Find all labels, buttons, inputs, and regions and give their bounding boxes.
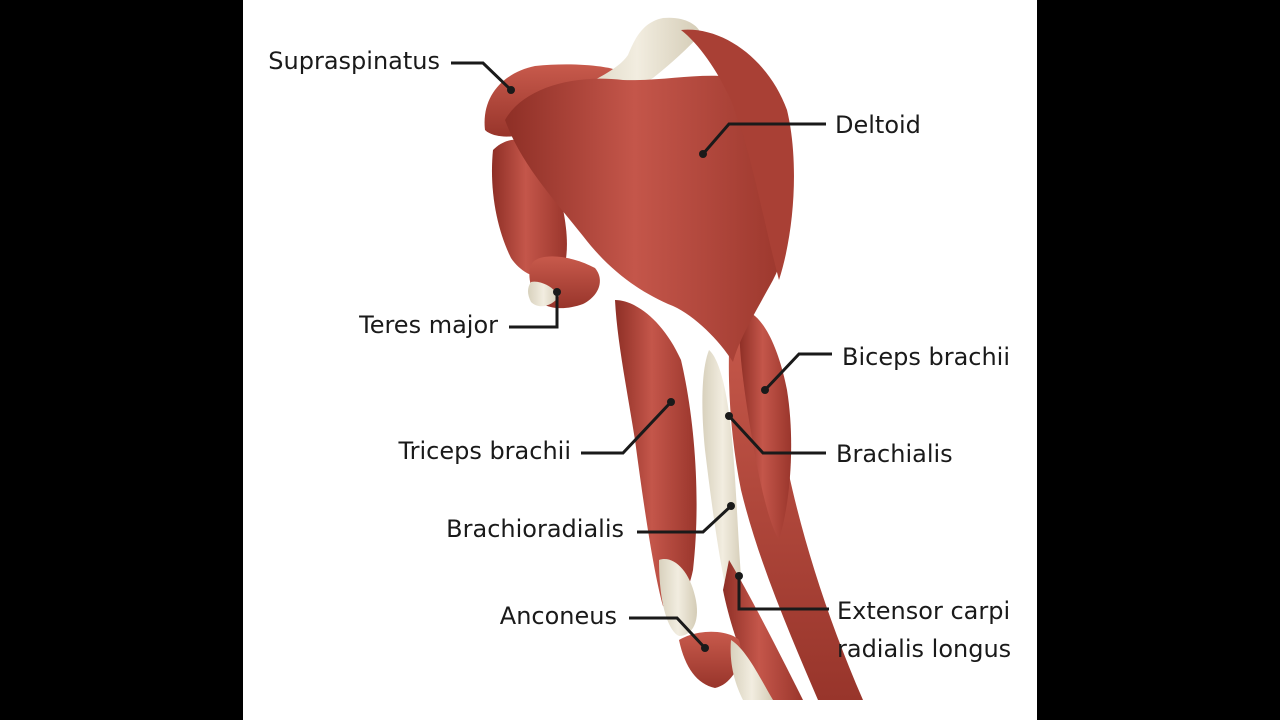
deltoid-shape [505, 75, 793, 362]
label-deltoid: Deltoid [835, 111, 921, 139]
dot-biceps-brachii [761, 386, 769, 394]
deltoid-rear-shape [681, 29, 794, 281]
label-supraspinatus: Supraspinatus [268, 47, 440, 75]
dot-brachialis [725, 412, 733, 420]
diagram-panel: Supraspinatus Teres major Triceps brachi… [243, 0, 1037, 720]
dot-triceps-brachii [667, 398, 675, 406]
label-extensor-carpi-line1: Extensor carpi [837, 597, 1011, 625]
dot-extensor-carpi [735, 572, 743, 580]
leader-biceps-brachii [763, 352, 832, 392]
extensor-carpi-shape [723, 560, 803, 700]
leader-brachioradialis [637, 504, 733, 534]
dot-supraspinatus [507, 86, 515, 94]
dot-brachioradialis [727, 502, 735, 510]
dot-deltoid [699, 150, 707, 158]
label-triceps-brachii: Triceps brachii [398, 437, 571, 465]
label-extensor-carpi-line2: radialis longus [837, 635, 1012, 663]
triceps-shape [615, 300, 697, 608]
label-anconeus: Anconeus [499, 602, 617, 630]
teres-major-tendon-shape [528, 281, 559, 307]
leader-supraspinatus [451, 61, 513, 92]
anconeus-shape [679, 631, 741, 688]
label-brachioradialis: Brachioradialis [446, 515, 624, 543]
leader-brachialis [727, 414, 826, 455]
label-brachialis: Brachialis [836, 440, 953, 468]
acromion-shape [573, 17, 701, 94]
brachialis-shape [702, 350, 743, 604]
biceps-shape [739, 310, 792, 540]
arm-muscle-illustration [451, 17, 863, 700]
dot-teres-major [553, 288, 561, 296]
leader-lines [451, 61, 832, 650]
leader-dots [507, 86, 769, 652]
leader-extensor-carpi [737, 576, 829, 611]
label-biceps-brachii: Biceps brachii [842, 343, 1011, 371]
leader-triceps-brachii [581, 400, 673, 455]
leader-teres-major [509, 292, 559, 329]
leader-deltoid [701, 122, 826, 155]
label-teres-major: Teres major [359, 311, 498, 339]
dot-anconeus [701, 644, 709, 652]
leader-anconeus [629, 616, 707, 650]
forearm-extensors-shape [730, 640, 773, 700]
